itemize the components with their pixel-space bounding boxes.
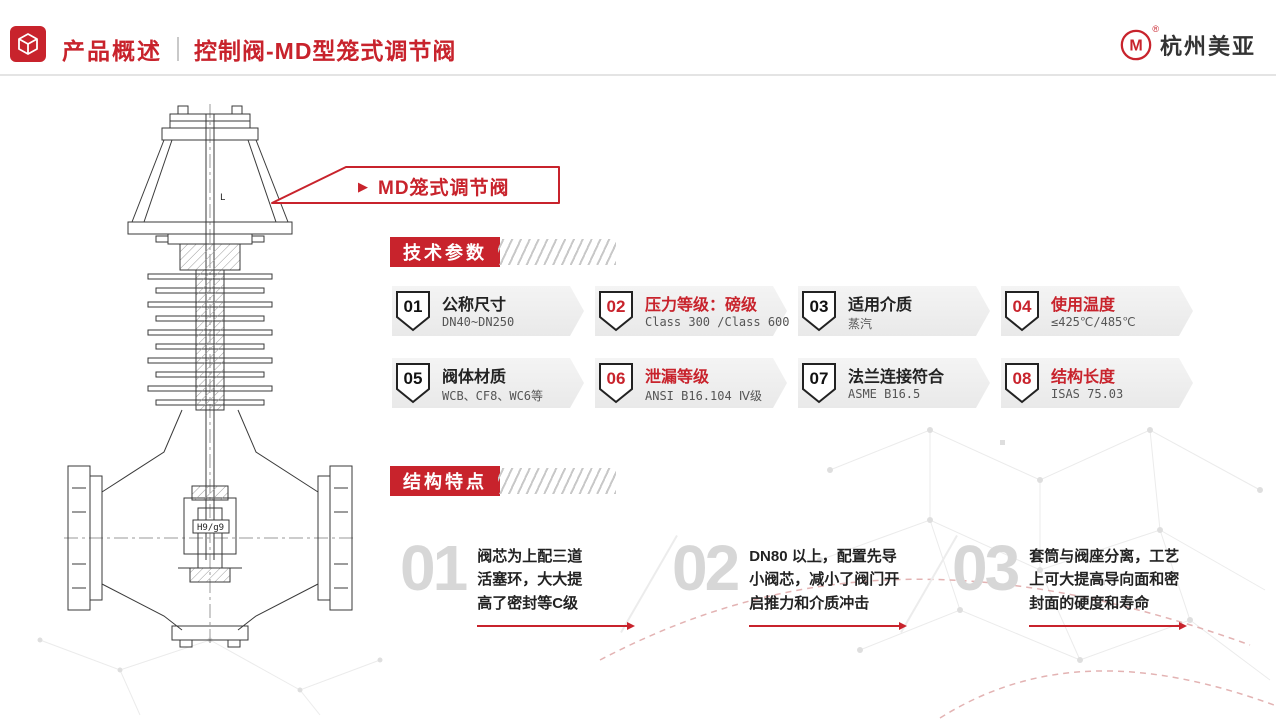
hatch-stripes-decoration — [498, 239, 616, 265]
param-number-badge: 01 — [394, 289, 432, 333]
registered-mark: ® — [1152, 24, 1159, 34]
brand-letter: M — [1129, 37, 1142, 55]
feature-number: 02 — [672, 532, 740, 604]
ribbon-label: MD笼式调节阀 — [378, 178, 510, 199]
drawing-fit-label: H9/g9 — [197, 523, 224, 533]
brand-logo: M ® 杭州美亚 — [1119, 24, 1256, 62]
param-number-badge: 05 — [394, 361, 432, 405]
param-item-temperature: 04 使用温度 ≤425℃/485℃ — [997, 283, 1193, 339]
param-item-body-material: 05 阀体材质 WCB、CF8、WC6等 — [388, 355, 584, 411]
tech-params-heading: 技术参数 — [390, 237, 500, 267]
param-number-badge: 06 — [597, 361, 635, 405]
param-number-badge: 08 — [1003, 361, 1041, 405]
valve-technical-drawing: H9/g9 L — [64, 104, 356, 648]
param-item-flange-standard: 07 法兰连接符合 ASME B16.5 — [794, 355, 990, 411]
page-title: 控制阀-MD型笼式调节阀 — [194, 38, 457, 64]
feature-number: 01 — [400, 532, 468, 604]
brand-name: 杭州美亚 — [1159, 34, 1256, 59]
product-ribbon: ▶ MD笼式调节阀 — [270, 165, 562, 205]
header-divider-line — [0, 74, 1276, 76]
feature-text: 套筒与阀座分离，工艺上可大提高导向面和密封面的硬度和寿命 — [1029, 548, 1180, 612]
section-title: 产品概述 — [62, 38, 162, 64]
drawing-dim-label: L — [220, 193, 225, 203]
feature-item: 03 套筒与阀座分离，工艺上可大提高导向面和密封面的硬度和寿命 — [952, 532, 1188, 630]
feature-item: 01 阀芯为上配三道活塞环，大大提高了密封等C级 — [400, 532, 636, 630]
breadcrumb: 产品概述 控制阀-MD型笼式调节阀 — [62, 32, 456, 66]
hatch-stripes-decoration — [498, 468, 616, 494]
feature-text: 阀芯为上配三道活塞环，大大提高了密封等C级 — [477, 548, 583, 612]
arrow-right-icon — [477, 621, 636, 630]
feature-number: 03 — [952, 532, 1020, 604]
param-number-badge: 03 — [800, 289, 838, 333]
param-number-badge: 04 — [1003, 289, 1041, 333]
features-heading: 结构特点 — [390, 466, 500, 496]
brand-m-icon: M ® — [1119, 24, 1159, 62]
param-number-badge: 02 — [597, 289, 635, 333]
play-marker-icon: ▶ — [358, 179, 368, 194]
param-item-pressure-class: 02 压力等级：磅级 Class 300 /Class 600 — [591, 283, 790, 339]
title-divider — [177, 37, 179, 61]
param-item-face-to-face: 08 结构长度 ISAS 75.03 — [997, 355, 1193, 411]
features-list: 01 阀芯为上配三道活塞环，大大提高了密封等C级 02 DN80 以上，配置先导… — [400, 532, 1260, 670]
app-logo-icon — [10, 26, 46, 62]
arrow-right-icon — [749, 621, 908, 630]
arrow-right-icon — [1029, 621, 1188, 630]
param-item-leakage-class: 06 泄漏等级 ANSI B16.104 Ⅳ级 — [591, 355, 787, 411]
param-number-badge: 07 — [800, 361, 838, 405]
feature-text: DN80 以上，配置先导小阀芯，减小了阀门开启推力和介质冲击 — [749, 548, 900, 612]
param-item-medium: 03 适用介质 蒸汽 — [794, 283, 990, 339]
tech-params-grid: 01 公称尺寸 DN40~DN250 02 压力等级：磅级 Class 300 … — [388, 283, 1200, 411]
param-item-nominal-size: 01 公称尺寸 DN40~DN250 — [388, 283, 584, 339]
feature-item: 02 DN80 以上，配置先导小阀芯，减小了阀门开启推力和介质冲击 — [672, 532, 908, 630]
